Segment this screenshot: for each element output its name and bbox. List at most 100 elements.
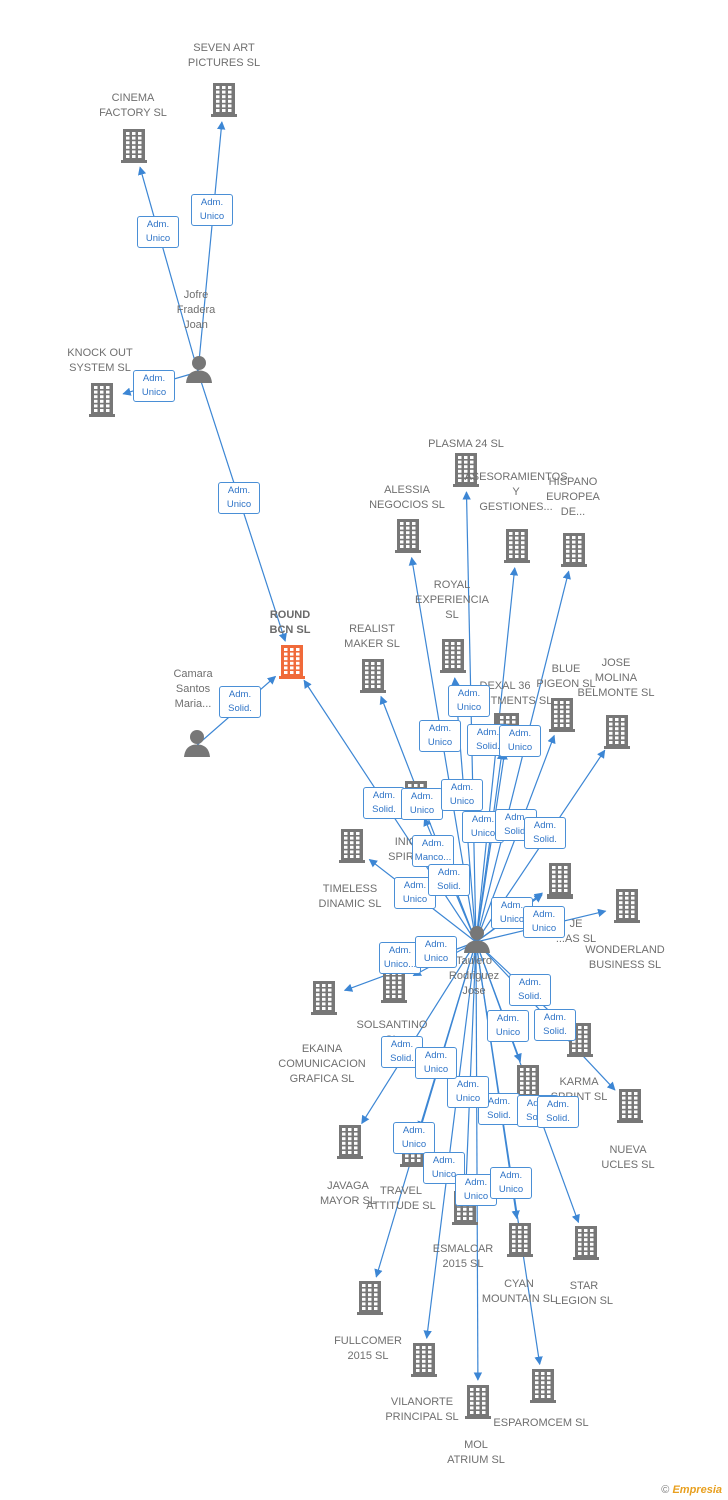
building-icon (279, 645, 305, 679)
node-camara[interactable] (183, 729, 211, 762)
role-badge[interactable]: Adm. Solid. (428, 864, 470, 896)
node-label-timeless[interactable]: TIMELESS DINAMIC SL (318, 883, 382, 910)
node-wonder[interactable] (614, 889, 640, 928)
role-badge[interactable]: Adm. Unico (191, 194, 233, 226)
node-round[interactable] (279, 645, 305, 684)
node-label-esmalcar[interactable]: ESMALCAR 2015 SL (432, 1243, 494, 1270)
node-timeless[interactable] (339, 829, 365, 868)
role-badge[interactable]: Adm. Unico (490, 1167, 532, 1199)
node-label-nueva[interactable]: NUEVA UCLES SL (601, 1144, 655, 1171)
node-label-realist[interactable]: REALIST MAKER SL (344, 623, 400, 650)
node-label-ekaina[interactable]: EKAINA COMUNICACION GRAFICA SL (278, 1043, 366, 1085)
role-badge[interactable]: Adm. Unico (137, 216, 179, 248)
copyright-icon: © (661, 1484, 670, 1496)
node-label-round[interactable]: ROUND BCN SL (269, 609, 311, 636)
role-badge[interactable]: Adm. Unico (447, 1076, 489, 1108)
role-badge[interactable]: Adm. Solid. (495, 809, 537, 841)
node-jose[interactable] (604, 715, 630, 754)
building-icon (614, 889, 640, 923)
role-badge[interactable]: Adm. Solid. (219, 686, 261, 718)
building-icon (561, 533, 587, 567)
role-badge[interactable]: Adm. Solid. (509, 974, 551, 1006)
node-hispano[interactable] (561, 533, 587, 572)
building-icon (121, 129, 147, 163)
node-star[interactable] (573, 1226, 599, 1265)
brand-logo[interactable]: Empresia (672, 1484, 722, 1496)
node-label-cyan[interactable]: CYAN MOUNTAIN SL (481, 1278, 557, 1305)
node-cyan[interactable] (507, 1223, 533, 1262)
edge-taulero-esparom (475, 941, 543, 1366)
building-icon (504, 529, 530, 563)
node-alessia[interactable] (395, 519, 421, 558)
building-icon (547, 863, 573, 897)
node-blue[interactable] (549, 698, 575, 737)
node-label-vilanorte[interactable]: VILANORTE PRINCIPAL SL (385, 1396, 459, 1423)
edge-taulero-vilanorte (423, 941, 477, 1340)
node-cinema[interactable] (121, 129, 147, 168)
role-badge[interactable]: Adm. Unico (487, 1010, 529, 1042)
person-icon (464, 926, 490, 953)
role-badge[interactable]: Adm. Unico (133, 370, 175, 402)
node-royal[interactable] (440, 639, 466, 678)
edge-taulero-esmalcar (462, 941, 477, 1187)
node-label-fullcomer[interactable]: FULLCOMER 2015 SL (334, 1335, 402, 1362)
role-badge[interactable]: Adm. Unico (441, 779, 483, 811)
node-label-esparom[interactable]: ESPAROMCEM SL (493, 1417, 589, 1429)
node-mid3[interactable] (547, 863, 573, 902)
role-badge[interactable]: Adm. Unico (393, 1122, 435, 1154)
node-label-blue[interactable]: BLUE PIGEON SL (536, 663, 596, 690)
node-label-seven[interactable]: SEVEN ART PICTURES SL (187, 42, 261, 69)
node-label-mol[interactable]: MOL ATRIUM SL (447, 1439, 505, 1466)
node-taulero[interactable] (463, 925, 491, 958)
node-label-plasma[interactable]: PLASMA 24 SL (428, 438, 504, 450)
node-label-hispano[interactable]: HISPANO EUROPEA DE... (546, 476, 600, 518)
node-knock[interactable] (89, 383, 115, 422)
node-label-alessia[interactable]: ALESSIA NEGOCIOS SL (369, 484, 445, 511)
role-badge[interactable]: Adm. Unico (415, 1047, 457, 1079)
node-label-star[interactable]: STAR LEGION SL (554, 1280, 614, 1307)
node-label-asesor[interactable]: ASESORAMIENTOS Y GESTIONES... (464, 471, 568, 513)
role-badge[interactable]: Adm. Solid. (534, 1009, 576, 1041)
node-esparom[interactable] (530, 1369, 556, 1408)
node-ekaina[interactable] (311, 981, 337, 1020)
node-solsantino[interactable] (381, 969, 407, 1008)
node-realist[interactable] (360, 659, 386, 698)
node-label-taulero[interactable]: Taulero Rodriguez Jose (448, 955, 500, 997)
node-label-cinema[interactable]: CINEMA FACTORY SL (99, 92, 167, 119)
role-badge[interactable]: Adm. Unico (523, 906, 565, 938)
node-javaga[interactable] (337, 1125, 363, 1164)
node-label-knock[interactable]: KNOCK OUT SYSTEM SL (67, 347, 133, 374)
node-fullcomer[interactable] (357, 1281, 383, 1320)
role-badge[interactable]: Adm. Unico (448, 685, 490, 717)
building-icon (395, 519, 421, 553)
role-badge[interactable]: Adm. Manco... (412, 835, 454, 867)
node-label-travel[interactable]: TRAVEL ATTITUDE SL (366, 1185, 436, 1212)
node-vilanorte[interactable] (411, 1343, 437, 1382)
node-seven[interactable] (211, 83, 237, 122)
role-badge[interactable]: Adm. Unico (455, 1174, 497, 1206)
node-nueva[interactable] (617, 1089, 643, 1128)
role-badge[interactable]: Adm. Unico (415, 936, 457, 968)
role-badge[interactable]: Adm. Solid. (363, 787, 405, 819)
role-badge[interactable]: Adm. Unico (499, 725, 541, 757)
node-label-royal[interactable]: ROYAL EXPERIENCIA SL (415, 579, 489, 621)
edge-jofre-cinema (138, 166, 199, 373)
role-badge[interactable]: Adm. Unico (401, 788, 443, 820)
role-badge[interactable]: Adm. Unico (419, 720, 461, 752)
role-badge[interactable]: Adm. Solid. (537, 1096, 579, 1128)
node-asesor[interactable] (504, 529, 530, 568)
node-label-wonder[interactable]: WONDERLAND BUSINESS SL (585, 944, 665, 971)
node-jofre[interactable] (185, 355, 213, 388)
node-label-jofre[interactable]: Jofre Fradera Joan (176, 289, 216, 331)
role-badge[interactable]: Adm. Unico (218, 482, 260, 514)
edge-taulero-mid2 (475, 750, 508, 943)
footer-credit: © Empresia (661, 1484, 722, 1496)
node-plasma[interactable] (453, 453, 479, 492)
building-icon (89, 383, 115, 417)
node-label-javaga[interactable]: JAVAGA MAYOR SL (319, 1180, 377, 1207)
role-badge[interactable]: Adm. Solid. (524, 817, 566, 849)
node-label-jose[interactable]: JOSE MOLINA BELMONTE SL (577, 657, 655, 699)
node-label-camara[interactable]: Camara Santos Maria... (173, 668, 213, 710)
node-mol[interactable] (465, 1385, 491, 1424)
